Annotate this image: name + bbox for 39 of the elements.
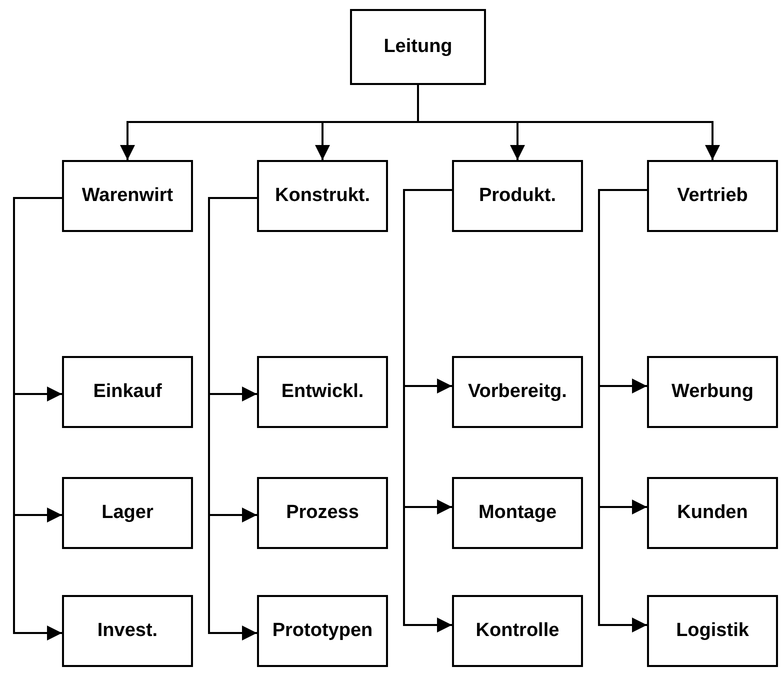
connector-arrow — [208, 197, 257, 640]
org-unit-box — [62, 356, 193, 428]
org-unit-box — [452, 356, 583, 428]
org-unit-box — [62, 160, 193, 232]
unit-label: Entwickl. — [281, 381, 364, 403]
org-unit-box — [257, 356, 388, 428]
org-unit-box — [647, 160, 778, 232]
unit-label: Vorbereitg. — [468, 381, 567, 403]
org-unit-box — [452, 595, 583, 667]
unit-label: Warenwirt — [82, 185, 174, 207]
connector-arrow — [598, 189, 647, 632]
unit-label: Montage — [478, 502, 557, 524]
unit-label: Prozess — [286, 502, 359, 524]
connector-arrow — [403, 189, 452, 632]
org-unit-box — [62, 595, 193, 667]
unit-label: Einkauf — [93, 381, 162, 403]
org-unit-box — [647, 356, 778, 428]
unit-label: Konstrukt. — [275, 185, 370, 207]
connector-arrow — [417, 85, 720, 160]
unit-label: Logistik — [676, 620, 749, 642]
org-unit-box — [452, 477, 583, 549]
org-unit-box — [350, 9, 486, 85]
unit-label: Lager — [102, 502, 154, 524]
unit-label: Prototypen — [272, 620, 373, 642]
unit-label: Vertrieb — [677, 185, 748, 207]
connector-arrow — [13, 197, 62, 640]
org-unit-box — [647, 477, 778, 549]
unit-label: Kunden — [677, 502, 748, 524]
org-unit-box — [647, 595, 778, 667]
org-unit-box — [257, 595, 388, 667]
unit-label: Kontrolle — [476, 620, 560, 642]
org-unit-box — [62, 477, 193, 549]
unit-label: Produkt. — [478, 185, 556, 207]
org-unit-box — [257, 477, 388, 549]
unit-label: Leitung — [384, 36, 452, 58]
org-unit-box — [452, 160, 583, 232]
org-unit-box — [257, 160, 388, 232]
unit-label: Invest. — [97, 620, 158, 642]
unit-label: Werbung — [672, 381, 754, 403]
